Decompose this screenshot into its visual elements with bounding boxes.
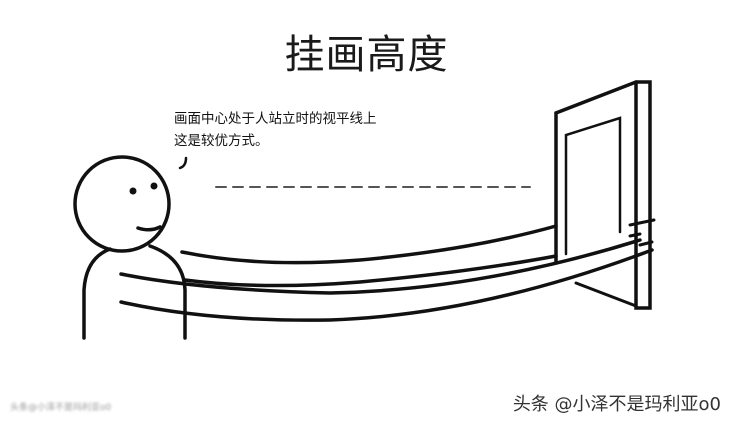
speech-tick [178, 156, 188, 170]
caption: 画面中心处于人站立时的视平线上 这是较优方式。 [174, 108, 377, 152]
frame-side [634, 80, 652, 310]
frame-bracket [574, 281, 638, 308]
body-left [82, 247, 112, 340]
eye-left [129, 187, 137, 195]
caption-line-1: 画面中心处于人站立时的视平线上 [174, 111, 377, 127]
eye-right [150, 182, 158, 190]
back-arm-bottom [183, 254, 558, 288]
mouth [136, 225, 162, 232]
back-arm-top [180, 224, 558, 265]
watermark: 头条 @小泽不是玛利亚o0 [512, 394, 721, 415]
front-arm-bottom [119, 248, 654, 322]
front-arm-top [119, 238, 642, 295]
fingers [628, 218, 656, 247]
page-title: 挂画高度 [284, 32, 449, 78]
frame-inner [564, 116, 622, 256]
blurred-watermark: 头条@小泽不是玛利亚o0 [10, 403, 112, 413]
frame-front [554, 80, 638, 265]
caption-line-2: 这是较优方式。 [174, 133, 269, 149]
body-right [148, 244, 187, 340]
head [73, 155, 171, 253]
